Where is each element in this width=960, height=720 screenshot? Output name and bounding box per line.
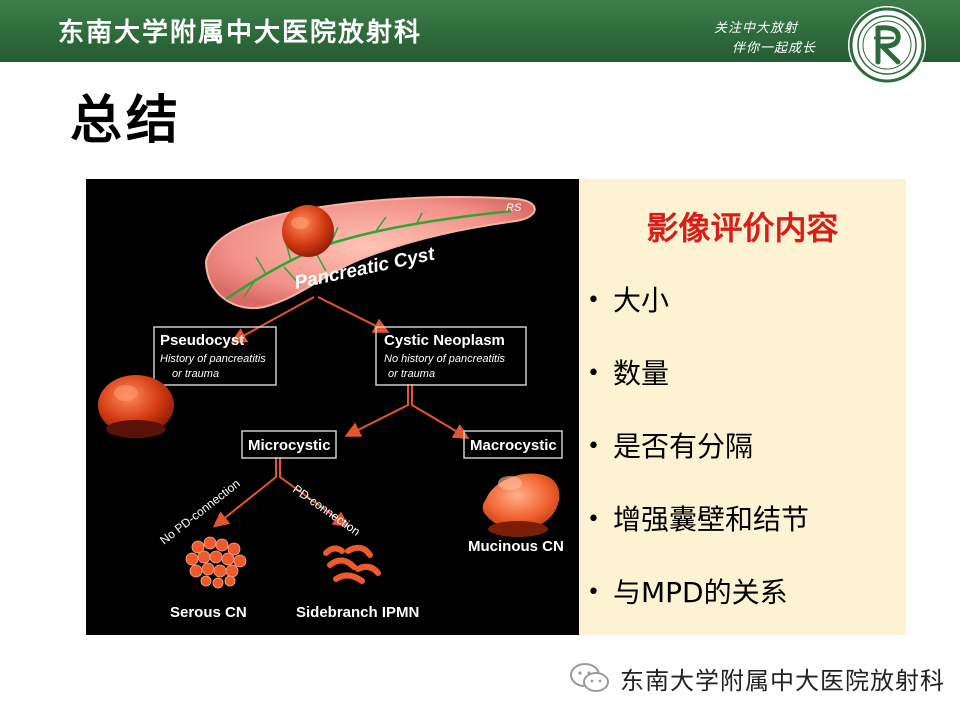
list-item: • 是否有分隔 (587, 429, 809, 502)
cystic-neoplasm-line2: or trauma (388, 368, 435, 380)
list-item-text: 数量 (613, 357, 670, 390)
microcystic-box: Microcystic (241, 430, 337, 459)
bullet-icon: • (587, 507, 600, 532)
evaluation-panel: 影像评价内容 • 大小 • 数量 • 是否有分隔 • 增强囊壁和结节 • 与MP… (579, 179, 906, 635)
sidebranch-ipmn-label: Sidebranch IPMN (296, 604, 419, 621)
cystic-neoplasm-box: Cystic Neoplasm No history of pancreatit… (375, 326, 527, 386)
macrocystic-label: Macrocystic (470, 437, 557, 454)
bullet-icon: • (587, 434, 600, 459)
serous-cn-label: Serous CN (170, 604, 247, 621)
list-item: • 与MPD的关系 (587, 575, 809, 648)
mucinous-cn-label: Mucinous CN (468, 538, 564, 555)
no-pd-connection-label: No PD-connection (157, 476, 242, 547)
list-item-text: 增强囊壁和结节 (613, 503, 810, 536)
watermark-text: 东南大学附属中大医院放射科 (620, 666, 945, 695)
list-item: • 大小 (587, 283, 809, 356)
microcystic-label: Microcystic (248, 437, 331, 454)
list-item-text: 大小 (613, 284, 670, 317)
flow-arrows (212, 296, 470, 528)
pseudocyst-line1: History of pancreatitis (160, 353, 266, 365)
slogan-line-1: 关注中大放射 (714, 21, 799, 36)
pseudocyst-line2: or trauma (172, 368, 219, 380)
header-title: 东南大学附属中大医院放射科 (58, 18, 423, 48)
pancreas-illustration: RS (204, 196, 536, 310)
macrocystic-box: Macrocystic (463, 430, 563, 459)
hospital-logo-icon (848, 6, 926, 84)
bullet-icon: • (587, 361, 600, 386)
pseudocyst-illustration (98, 375, 174, 438)
bullet-icon: • (587, 288, 600, 313)
panel-title: 影像评价内容 (646, 209, 839, 247)
watermark: 东南大学附属中大医院放射科 (568, 660, 945, 696)
pseudocyst-box: Pseudocyst History of pancreatitis or tr… (153, 326, 277, 386)
wechat-icon (570, 663, 609, 692)
list-item-text: 与MPD的关系 (613, 576, 788, 609)
sidebranch-ipmn-illustration (323, 544, 381, 584)
list-item: • 增强囊壁和结节 (587, 502, 809, 575)
evaluation-list: • 大小 • 数量 • 是否有分隔 • 增强囊壁和结节 • 与MPD的关系 (587, 283, 809, 648)
pancreatic-cyst-diagram: RS Pancreatic Cyst Pseudocyst History of… (86, 179, 579, 635)
pseudocyst-title: Pseudocyst (160, 332, 244, 349)
page-title: 总结 (70, 91, 183, 151)
header-bar: 东南大学附属中大医院放射科 关注中大放射 伴你一起成长 (0, 0, 960, 84)
list-item-text: 是否有分隔 (613, 430, 754, 463)
cystic-neoplasm-title: Cystic Neoplasm (384, 332, 505, 349)
mucinous-cn-illustration (482, 473, 560, 537)
pd-connection-label: PD-connection (290, 482, 363, 539)
signature-text: RS (506, 202, 522, 214)
slogan-line-2: 伴你一起成长 (732, 41, 817, 56)
bullet-icon: • (587, 580, 600, 605)
cystic-neoplasm-line1: No history of pancreatitis (384, 353, 506, 365)
list-item: • 数量 (587, 356, 809, 429)
serous-cn-illustration (185, 536, 247, 589)
